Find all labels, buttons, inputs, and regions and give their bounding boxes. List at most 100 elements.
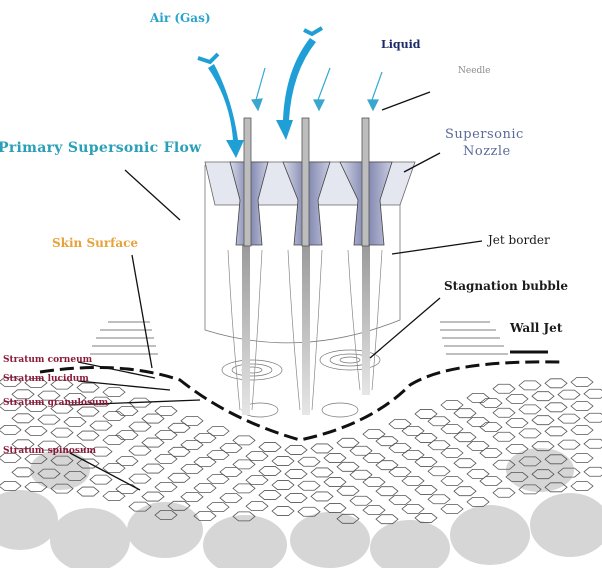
cell [505, 417, 529, 428]
cell [0, 452, 22, 463]
supersonic-nozzle-label-line2: Nozzle [463, 144, 511, 159]
liquid-label: Liquid [381, 38, 421, 51]
stratum-granulosum-label: Stratum granulosum [3, 398, 109, 408]
cell [518, 428, 542, 439]
cell [24, 425, 48, 436]
skin-surface-line [39, 360, 561, 442]
cell [570, 425, 594, 436]
cell [167, 446, 191, 457]
cell [89, 396, 113, 407]
cell [427, 494, 451, 505]
cell [453, 408, 477, 419]
cell [89, 474, 113, 485]
cell [479, 448, 503, 459]
cell [531, 441, 555, 452]
cell [271, 506, 295, 516]
cell [505, 443, 529, 454]
cell [388, 467, 412, 477]
cell [115, 430, 139, 441]
cell [115, 406, 139, 417]
cell [479, 422, 503, 433]
cell [219, 467, 243, 477]
cell [401, 425, 425, 436]
cell [492, 407, 516, 418]
cell [180, 439, 204, 450]
epidermis-cell-layer [0, 376, 602, 525]
cell [544, 378, 568, 389]
cell [401, 503, 425, 514]
cell [323, 453, 347, 463]
cell [375, 436, 399, 447]
cell [557, 413, 581, 424]
cell [297, 480, 321, 491]
cell [349, 495, 373, 506]
cell [570, 453, 594, 464]
cell [518, 380, 542, 391]
cell [63, 393, 87, 403]
cell [310, 491, 334, 502]
leader-lines [69, 91, 548, 491]
cell [128, 501, 152, 512]
cell [50, 455, 74, 466]
cell [466, 417, 490, 427]
cell [492, 487, 516, 498]
stagnation-bubble-label: Stagnation bubble [444, 279, 568, 293]
cell [505, 393, 529, 404]
dermis-cells [0, 448, 602, 572]
cell [37, 390, 61, 401]
needle-label: Needle [458, 66, 491, 76]
cell [89, 446, 113, 457]
cell [50, 483, 74, 494]
cell [557, 439, 581, 450]
cell [258, 490, 282, 500]
cell [362, 429, 386, 440]
cell [76, 382, 100, 393]
cell [583, 466, 602, 477]
liquid-arrows [250, 67, 383, 112]
jet-border-envelope [204, 165, 401, 344]
cell [466, 469, 490, 479]
cell [63, 417, 87, 427]
cell [284, 469, 308, 479]
cell [375, 514, 399, 525]
stratum-lucidum-label: Stratum lucidum [3, 374, 89, 384]
cell [63, 443, 87, 453]
cell [63, 471, 87, 481]
cell [284, 445, 308, 455]
cell [401, 449, 425, 460]
air-arrows [197, 26, 324, 158]
cell [310, 467, 334, 478]
cell [388, 495, 412, 505]
cell [440, 400, 464, 410]
stratum-corneum-label: Stratum corneum [3, 355, 93, 365]
cell [518, 484, 542, 495]
cell [505, 471, 529, 482]
cell [440, 448, 464, 458]
cell [219, 493, 243, 503]
cell [583, 438, 602, 449]
cell [414, 433, 438, 443]
cell [440, 476, 464, 486]
cell [50, 379, 74, 390]
cell [11, 389, 35, 400]
cell [297, 456, 321, 467]
cell [50, 403, 74, 414]
cell [102, 491, 126, 502]
cell [167, 422, 191, 433]
cell [453, 458, 477, 469]
cell [557, 467, 581, 478]
cell [37, 414, 61, 425]
cell [375, 460, 399, 471]
cell [258, 466, 282, 476]
needles [243, 117, 370, 247]
cell [128, 397, 152, 408]
cell [24, 481, 48, 492]
cell [180, 463, 204, 474]
cell [128, 445, 152, 456]
cell [336, 513, 360, 524]
cell [102, 435, 126, 446]
cell [76, 406, 100, 417]
cell [492, 431, 516, 442]
